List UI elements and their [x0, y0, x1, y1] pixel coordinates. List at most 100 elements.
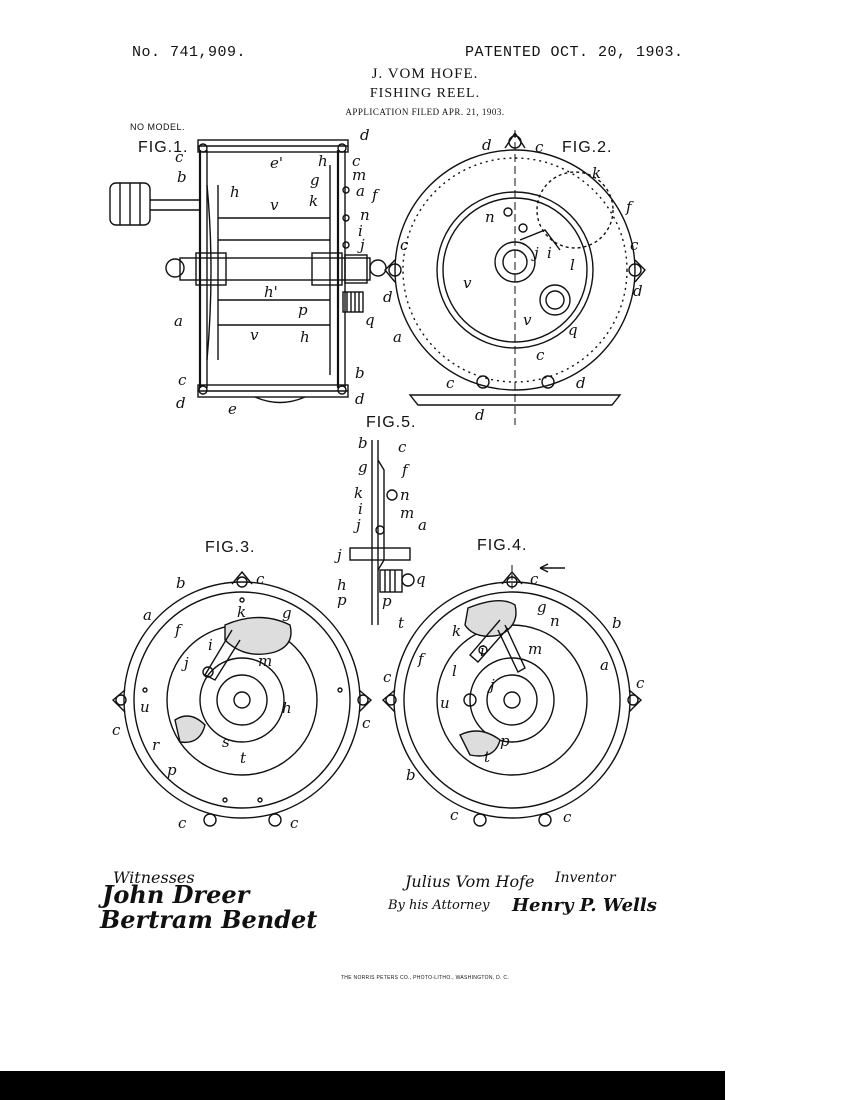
ref-c: c: [290, 814, 299, 832]
ref-k: k: [452, 622, 461, 640]
witness-1-signature: John Dreer: [102, 880, 250, 909]
ref-p: p: [298, 301, 308, 319]
fig1-title: FIG.1.: [138, 139, 188, 156]
ref-f: f: [174, 621, 183, 639]
ref-l: l: [452, 662, 457, 680]
ref-j: j: [181, 654, 189, 672]
ref-m: m: [400, 504, 414, 522]
ref-d: d: [176, 394, 186, 412]
ref-d: d: [360, 126, 370, 144]
ref-d: d: [633, 282, 643, 300]
ref-t: t: [398, 614, 405, 632]
ref-h: h: [230, 183, 240, 201]
ref-v: v: [523, 311, 532, 329]
fig1-labels: c b h e' v h' a v h p q c d e b d d h c …: [174, 126, 380, 418]
ref-d: d: [355, 390, 365, 408]
inventor-name: J. VOM HOFE.: [371, 66, 479, 82]
fig4-drawing: [381, 563, 643, 827]
ref-i: i: [547, 244, 552, 262]
ref-t: t: [240, 749, 247, 767]
ref-c: c: [400, 236, 409, 254]
ref-h: h: [318, 152, 328, 170]
ref-c: c: [563, 808, 572, 826]
ref-u: u: [140, 698, 150, 716]
patent-number: No. 741,909.: [132, 44, 247, 61]
fig3-title: FIG.3.: [205, 539, 255, 556]
ref-c: c: [175, 148, 184, 166]
ref-g: g: [358, 458, 368, 476]
ref-j: j: [487, 676, 495, 694]
ref-d: d: [475, 406, 485, 424]
ref-l: l: [570, 256, 575, 274]
ref-k: k: [237, 603, 246, 621]
ref-c: c: [535, 138, 544, 156]
ref-h-prime: h': [264, 283, 278, 301]
ref-t: t: [484, 748, 491, 766]
fig3-labels: b c a k g f i m j u h c c r s t p c c: [112, 570, 371, 832]
ref-j: j: [357, 236, 365, 254]
ref-q: q: [416, 570, 426, 588]
ref-m: m: [258, 652, 272, 670]
fig2-drawing: [384, 130, 646, 425]
ref-k: k: [354, 484, 363, 502]
ref-p: p: [500, 732, 510, 750]
ref-i: i: [358, 222, 363, 240]
ref-c: c: [178, 814, 187, 832]
ref-k: k: [309, 192, 318, 210]
ref-b: b: [612, 614, 622, 632]
ref-c: c: [178, 371, 187, 389]
ref-p: p: [167, 761, 177, 779]
ref-d: d: [576, 374, 586, 392]
ref-p: p: [337, 591, 347, 609]
witness-2-signature: Bertram Bendet: [100, 905, 318, 934]
fig5-title: FIG.5.: [366, 414, 416, 431]
ref-c: c: [636, 674, 645, 692]
ref-b: b: [177, 168, 187, 186]
witnesses-label: Witnesses: [113, 868, 195, 887]
ref-n: n: [400, 486, 410, 504]
ref-a: a: [143, 606, 152, 624]
ref-s: s: [222, 733, 230, 751]
inventor-signature: Julius Vom Hofe: [405, 872, 535, 891]
ref-c: c: [256, 570, 265, 588]
attorney-signature: Henry P. Wells: [512, 895, 657, 916]
fig5-drawing: [349, 440, 415, 625]
scan-footer-bar: [0, 1071, 725, 1100]
ref-f: f: [371, 186, 380, 204]
ref-v: v: [463, 274, 472, 292]
application-filed: APPLICATION FILED APR. 21, 1903.: [345, 107, 505, 117]
fig2-title: FIG.2.: [562, 139, 612, 156]
ref-b: b: [176, 574, 186, 592]
fig4-title: FIG.4.: [477, 537, 527, 554]
ref-b: b: [355, 364, 365, 382]
ref-a: a: [174, 312, 183, 330]
ref-b: b: [358, 434, 368, 452]
fig3-drawing: [111, 570, 373, 827]
ref-c: c: [446, 374, 455, 392]
ref-a: a: [418, 516, 427, 534]
inventor-label: Inventor: [555, 870, 616, 886]
ref-c: c: [383, 668, 392, 686]
ref-n: n: [550, 612, 560, 630]
ref-n: n: [360, 206, 370, 224]
ref-h: h: [282, 699, 292, 717]
ref-m: m: [528, 640, 542, 658]
ref-c: c: [630, 236, 639, 254]
ref-k: k: [592, 164, 601, 182]
fig5-labels: b c g f k n i m j a j h p q p t: [334, 434, 427, 632]
fig4-labels: c g n b k i m f a l j c c u p t b c c: [383, 570, 645, 826]
fig1-drawing: [109, 139, 387, 404]
ref-f: f: [625, 198, 634, 216]
ref-n: n: [485, 208, 495, 226]
ref-a: a: [393, 328, 402, 346]
ref-r: r: [152, 736, 160, 754]
ref-c: c: [450, 806, 459, 824]
ref-j: j: [334, 546, 342, 564]
ref-c: c: [398, 438, 407, 456]
ref-g: g: [310, 171, 320, 189]
ref-f: f: [401, 461, 410, 479]
patent-title: FISHING REEL.: [369, 86, 481, 101]
ref-g: g: [282, 604, 292, 622]
ref-i: i: [358, 500, 363, 518]
